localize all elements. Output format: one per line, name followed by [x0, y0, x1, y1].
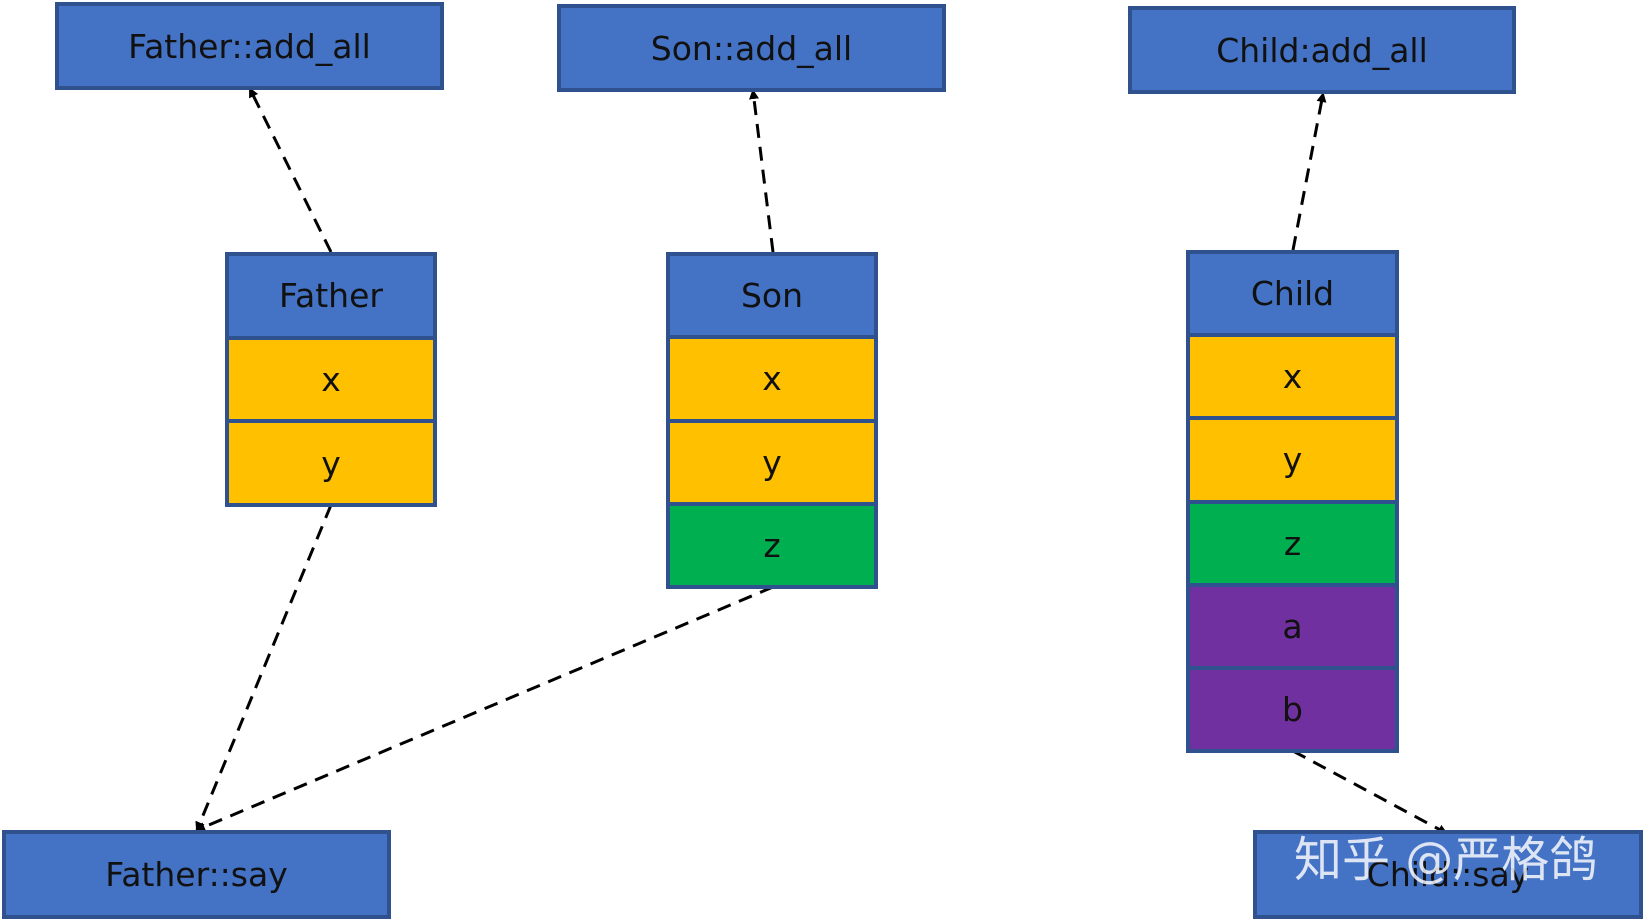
child-add-all-box: Child:add_all — [1128, 6, 1516, 94]
arrow-father-to-father-say — [195, 504, 333, 832]
son-add-all-box: Son::add_all — [557, 4, 946, 92]
father-say-box: Father::say — [2, 830, 391, 919]
class-son: Son x y z — [666, 252, 878, 589]
child-say-box: Child::say — [1253, 830, 1643, 919]
father-add-all-box: Father::add_all — [55, 2, 444, 90]
class-child: Child x y z a b — [1186, 250, 1399, 753]
class-child-field-y: y — [1190, 416, 1395, 500]
class-father-field-x: x — [229, 335, 433, 420]
class-child-field-b: b — [1190, 665, 1395, 750]
class-son-field-y: y — [670, 418, 874, 502]
arrow-child-to-child-add-all — [1291, 92, 1327, 251]
class-child-field-z: z — [1190, 499, 1395, 583]
class-son-field-x: x — [670, 335, 874, 419]
arrow-father-to-father-add-all — [248, 87, 333, 253]
class-father-title: Father — [229, 256, 433, 336]
class-son-title: Son — [670, 256, 874, 336]
class-son-field-z: z — [670, 501, 874, 585]
class-child-field-x: x — [1190, 333, 1395, 417]
class-child-title: Child — [1190, 254, 1395, 334]
arrow-child-to-child-say — [1292, 749, 1448, 835]
class-child-field-a: a — [1190, 582, 1395, 666]
arrow-son-to-son-add-all — [749, 89, 775, 253]
class-father-field-y: y — [229, 419, 433, 504]
arrow-son-to-father-say — [195, 585, 774, 832]
class-father: Father x y — [225, 252, 437, 507]
